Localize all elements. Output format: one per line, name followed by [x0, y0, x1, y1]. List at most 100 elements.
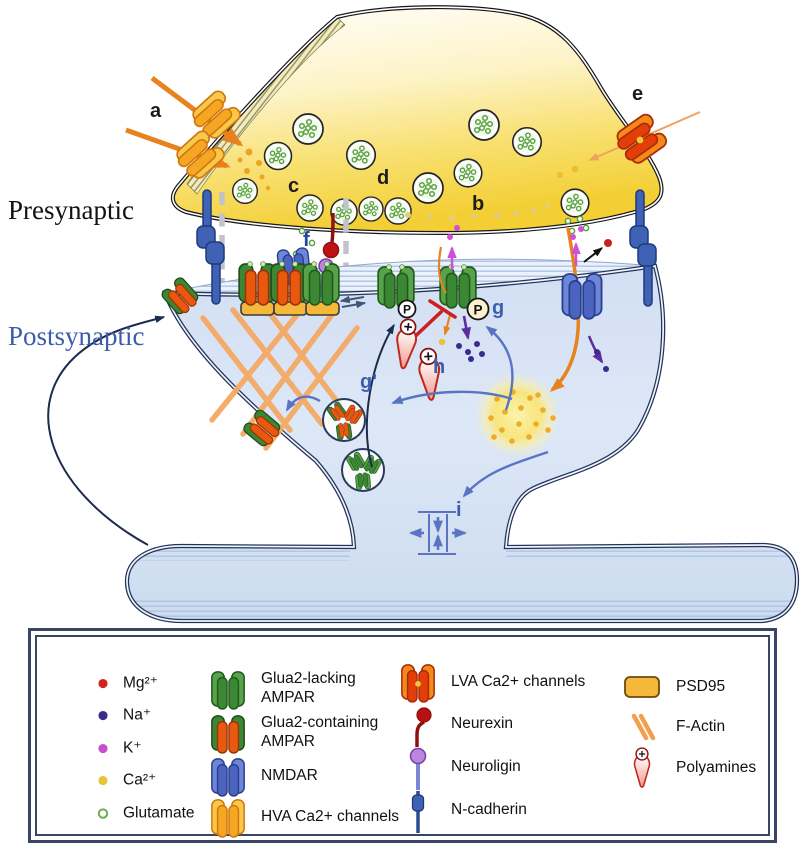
legend-label: Na⁺: [123, 706, 151, 724]
annotation-i: i: [456, 499, 462, 521]
annotation-c: c: [288, 175, 300, 197]
neurexin-icon: [399, 699, 437, 749]
exocytosis-arrow-g-prime: [365, 323, 395, 468]
legend-label: Mg²⁺: [123, 674, 158, 692]
nmdar-calcium-flux: [549, 227, 581, 392]
store-to-neck-arrow: [462, 450, 549, 498]
phospho-letter: P: [473, 303, 482, 318]
presynaptic-label: Presynaptic: [8, 195, 134, 225]
legend-box: Mg²⁺ Na⁺ K⁺ Ca²⁺ Glutamate Glua2-l: [28, 628, 777, 843]
na-ion-dot-icon: [97, 710, 109, 722]
legend-inner-border: Mg²⁺ Na⁺ K⁺ Ca²⁺ Glutamate Glua2-l: [35, 635, 770, 838]
ca-entry-line-g: [437, 246, 447, 294]
annotation-g: g: [492, 297, 505, 319]
legend-item-psd95: PSD95: [622, 674, 786, 700]
docked-vesicle: [358, 196, 384, 222]
neurexin: [322, 212, 340, 259]
legend-item-ncadherin: N-cadherin: [399, 785, 621, 835]
f-actin-mesh: [200, 304, 360, 451]
dendrite-membrane-texture: [130, 546, 797, 620]
legend-item-lva: LVA Ca2+ channels: [399, 657, 621, 707]
na-ion-dots: [594, 349, 609, 372]
annotation-b: b: [472, 193, 485, 215]
psd95-icon: [622, 674, 662, 700]
legend-item-neuroligin: Neuroligin: [399, 742, 621, 792]
legend-item-hva: HVA Ca2+ channels: [209, 792, 401, 842]
phospho-circle-white: [397, 299, 417, 319]
legend-item-ca: Ca²⁺: [97, 772, 233, 791]
legend-label: Glua2-lacking AMPAR: [261, 670, 356, 706]
glutamate-dot-icon: [97, 808, 109, 820]
recycling-arrow-left: [47, 315, 166, 546]
legend-item-polyamines: Polyamines: [622, 744, 786, 792]
legend-label: Neuroligin: [451, 757, 521, 775]
legend-label: K⁺: [123, 739, 142, 757]
legend-item-mg: Mg²⁺: [97, 675, 233, 694]
n-cadherin-pair-right: [629, 189, 657, 307]
annotation-g-prime: g': [360, 371, 377, 393]
lva-channel-icon: [399, 657, 437, 707]
spine-neck-plasticity-symbol: [408, 511, 468, 555]
k-ion-dots: [447, 225, 460, 240]
legend-label: Neurexin: [451, 714, 514, 732]
legend-item-neurexin: Neurexin: [399, 699, 621, 749]
annotation-a: a: [150, 100, 162, 122]
docked-vesicle: [296, 194, 324, 222]
ca-dots-near-e: [557, 165, 579, 178]
presynaptic-terminal: [170, 5, 664, 236]
legend-label: LVA Ca2+ channels: [451, 672, 586, 690]
ca-ion-dot: [438, 338, 446, 346]
legend-label: F-Actin: [676, 717, 726, 735]
annotation-f: f: [303, 229, 310, 251]
k-ion-dot-icon: [97, 743, 109, 755]
released-glutamate-right: [564, 215, 590, 235]
legend-label: PSD95: [676, 677, 726, 695]
legend-label: Glua2-containing AMPAR: [261, 714, 379, 750]
legend-label: NMDAR: [261, 766, 318, 784]
fusing-vesicle: [560, 188, 590, 218]
recycling-endosome-mixed: [322, 398, 366, 442]
mg-ion-dot: [604, 239, 612, 247]
phospho-letter: P: [403, 303, 411, 317]
calcium-store-dots: [488, 389, 556, 444]
legend-label: Glutamate: [123, 804, 195, 822]
legend-item-k: K⁺: [97, 740, 233, 759]
legend-item-glutamate: Glutamate: [97, 805, 233, 824]
postsynaptic-label: Postsynaptic: [8, 321, 145, 351]
annotation-e: e: [632, 83, 644, 105]
legend-item-factin: F-Actin: [622, 712, 786, 742]
f-actin-icon: [622, 712, 662, 742]
polyamines-icon: [622, 744, 662, 792]
legend-label: Polyamines: [676, 758, 757, 776]
n-cadherin-pair-left: [196, 189, 225, 305]
n-cadherin-icon: [399, 785, 437, 835]
endosome-to-membrane-arrow: [285, 395, 321, 412]
legend-label: N-cadherin: [451, 800, 527, 818]
ca-microdomain-dots-b: [405, 203, 551, 221]
phospho-circle-yellow: [466, 297, 490, 321]
na-ion-dots: [456, 341, 485, 362]
mg-unblock-arrow: [583, 247, 603, 263]
legend-item-glua2-lacking: Glua2-lacking AMPAR: [209, 664, 401, 714]
calcium-store-glow: [475, 373, 559, 457]
lva-pore-dot: [636, 136, 644, 144]
store-to-phospho-arrow: [485, 325, 514, 411]
ca-entry-arrow-g: [443, 314, 452, 336]
legend-item-glua2-containing: Glua2-containing AMPAR: [209, 708, 401, 758]
recycling-endosome-green: [341, 448, 385, 492]
legend-item-nmdar: NMDAR: [209, 751, 401, 801]
annotation-d: d: [377, 167, 390, 189]
mg-ion-dot-icon: [97, 678, 109, 690]
ca-ion-dot-icon: [97, 775, 109, 787]
docked-vesicle: [384, 197, 412, 225]
glua2-lacking-ampar-icon: [209, 664, 247, 714]
ampar-top-balls: [247, 261, 330, 267]
legend-label: HVA Ca2+ channels: [261, 807, 400, 825]
annotation-h: h: [433, 356, 446, 378]
legend-item-na: Na⁺: [97, 707, 233, 726]
k-ion-dots: [570, 226, 584, 240]
store-to-endosome-arrow: [391, 390, 513, 405]
na-influx-arrow-g: [461, 315, 471, 341]
